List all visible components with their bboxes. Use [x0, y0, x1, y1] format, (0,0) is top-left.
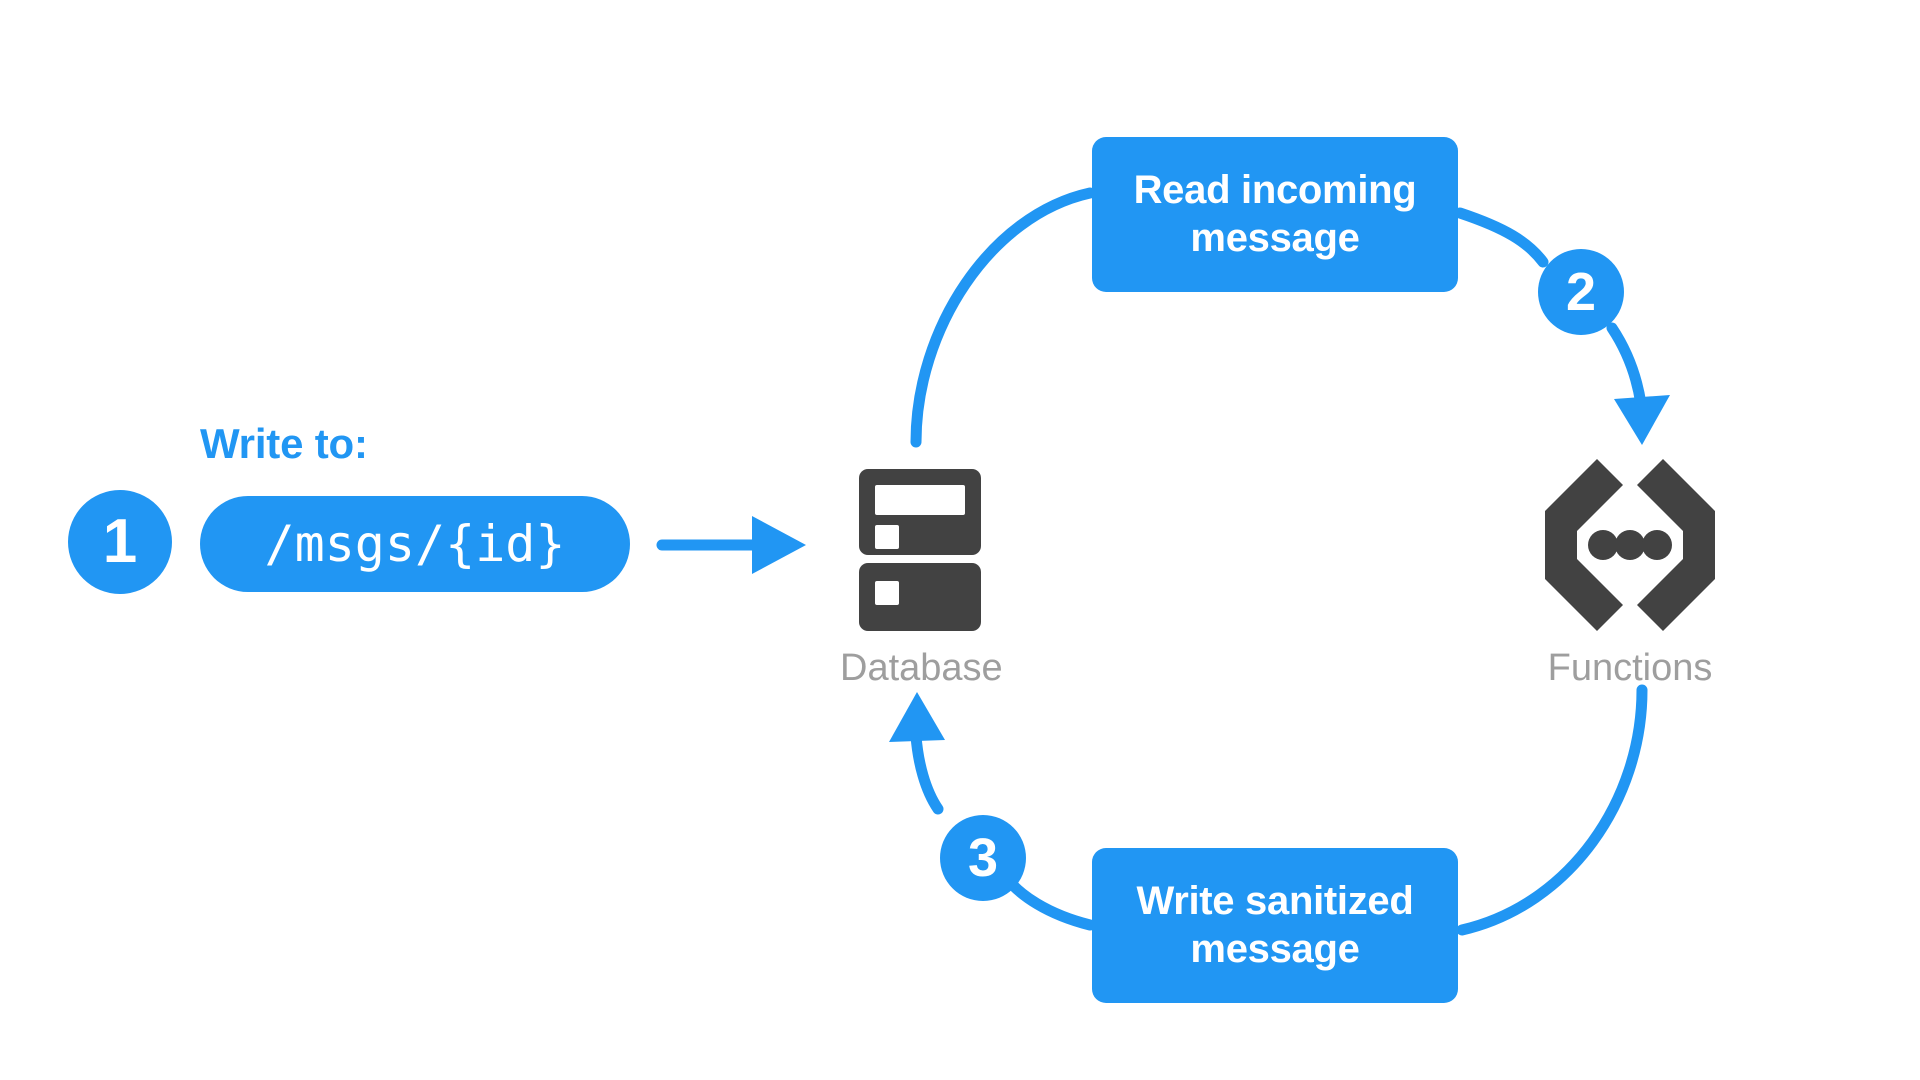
node-functions[interactable]: Functions: [1530, 455, 1730, 690]
node-database[interactable]: Database: [840, 465, 1003, 690]
step-badge-1-number: 1: [102, 507, 138, 576]
process-box-write-sanitized-text: Write sanitized message: [1136, 879, 1414, 971]
step-badge-3: 3: [940, 815, 1026, 901]
database-label: Database: [840, 647, 1003, 689]
step-badge-1: 1: [68, 490, 172, 594]
functions-label: Functions: [1547, 647, 1713, 689]
database-icon: [859, 469, 981, 631]
step-badge-2-number: 2: [1565, 262, 1597, 322]
process-box-write-sanitized[interactable]: Write sanitized message: [1092, 848, 1458, 1003]
write-to-caption: Write to:: [200, 420, 368, 467]
functions-braces-icon: [1545, 459, 1715, 631]
step-badge-2: 2: [1538, 249, 1624, 335]
step-badge-3-number: 3: [967, 828, 999, 888]
process-box-read-incoming[interactable]: Read incoming message: [1092, 137, 1458, 292]
path-pill[interactable]: /msgs/{id}: [200, 496, 630, 592]
path-pill-text: /msgs/{id}: [264, 515, 566, 573]
connector-client-to-database: [656, 516, 806, 574]
connector-database-to-read: [910, 187, 1096, 448]
process-box-read-incoming-text: Read incoming message: [1133, 168, 1417, 260]
connector-functions-to-write: [1456, 684, 1648, 936]
